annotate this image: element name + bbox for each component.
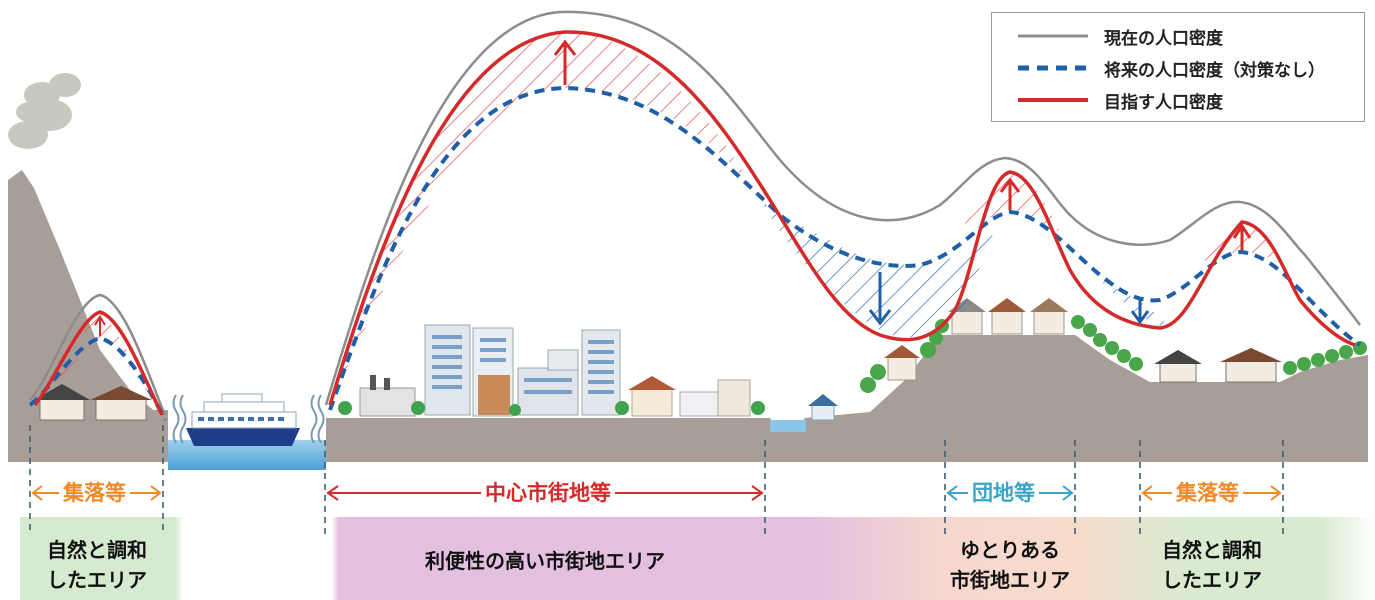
legend-swatch-future [1018,65,1088,71]
area-relaxed-line2: 市街地エリア [950,568,1070,592]
decrease-area [760,200,1010,338]
river [770,420,806,432]
up-arrow [999,177,1021,210]
target-density-line [33,30,1356,416]
legend-label-future: 将来の人口密度（対策なし） [1104,61,1325,81]
break-marks [172,394,325,444]
area-relaxed-line1: ゆとりある [960,538,1060,562]
area-nature-left: 自然と調和 したエリア [22,535,172,595]
increase-area [330,31,760,406]
settlement-houses [1154,348,1282,383]
zone-title-city-center: 中心市街地等 [481,480,615,506]
legend-label-current: 現在の人口密度 [1104,29,1223,49]
area-convenient: 利便性の高い市街地エリア [425,549,665,573]
legend-swatch-target [1018,98,1088,102]
estate-houses [808,298,1068,421]
area-band [20,517,1375,600]
legend-label-target: 目指す人口密度 [1104,93,1223,113]
city-buildings [338,324,765,417]
area-nature-left-line2: したエリア [47,568,147,592]
area-nature-right: 自然と調和 したエリア [1137,535,1287,595]
area-nature-right-line1: 自然と調和 [1162,538,1262,562]
legend-swatch-current [1018,34,1088,38]
legend: 現在の人口密度 将来の人口密度（対策なし） 目指す人口密度 [991,12,1365,122]
area-relaxed: ゆとりある 市街地エリア [930,535,1090,595]
down-arrow [1130,298,1150,325]
ferry [186,393,300,446]
decrease-area [1090,270,1170,328]
legend-item-current: 現在の人口密度 [992,21,1364,51]
down-arrow [868,272,892,326]
up-arrow [1232,223,1252,250]
zone-title-estate: 団地等 [968,480,1039,506]
up-arrow [94,315,106,336]
up-arrow [553,39,577,85]
current-density-line [29,10,1361,416]
legend-item-future: 将来の人口密度（対策なし） [992,53,1364,83]
area-nature-left-line1: 自然と調和 [47,538,147,562]
legend-item-target: 目指す人口密度 [992,85,1364,115]
smoke [8,73,81,149]
zone-title-settlement-left: 集落等 [59,480,130,506]
ground [326,335,1368,462]
zone-title-settlement-right: 集落等 [1172,480,1243,506]
area-nature-right-line2: したエリア [1162,568,1262,592]
zone-boundaries [29,425,1284,535]
